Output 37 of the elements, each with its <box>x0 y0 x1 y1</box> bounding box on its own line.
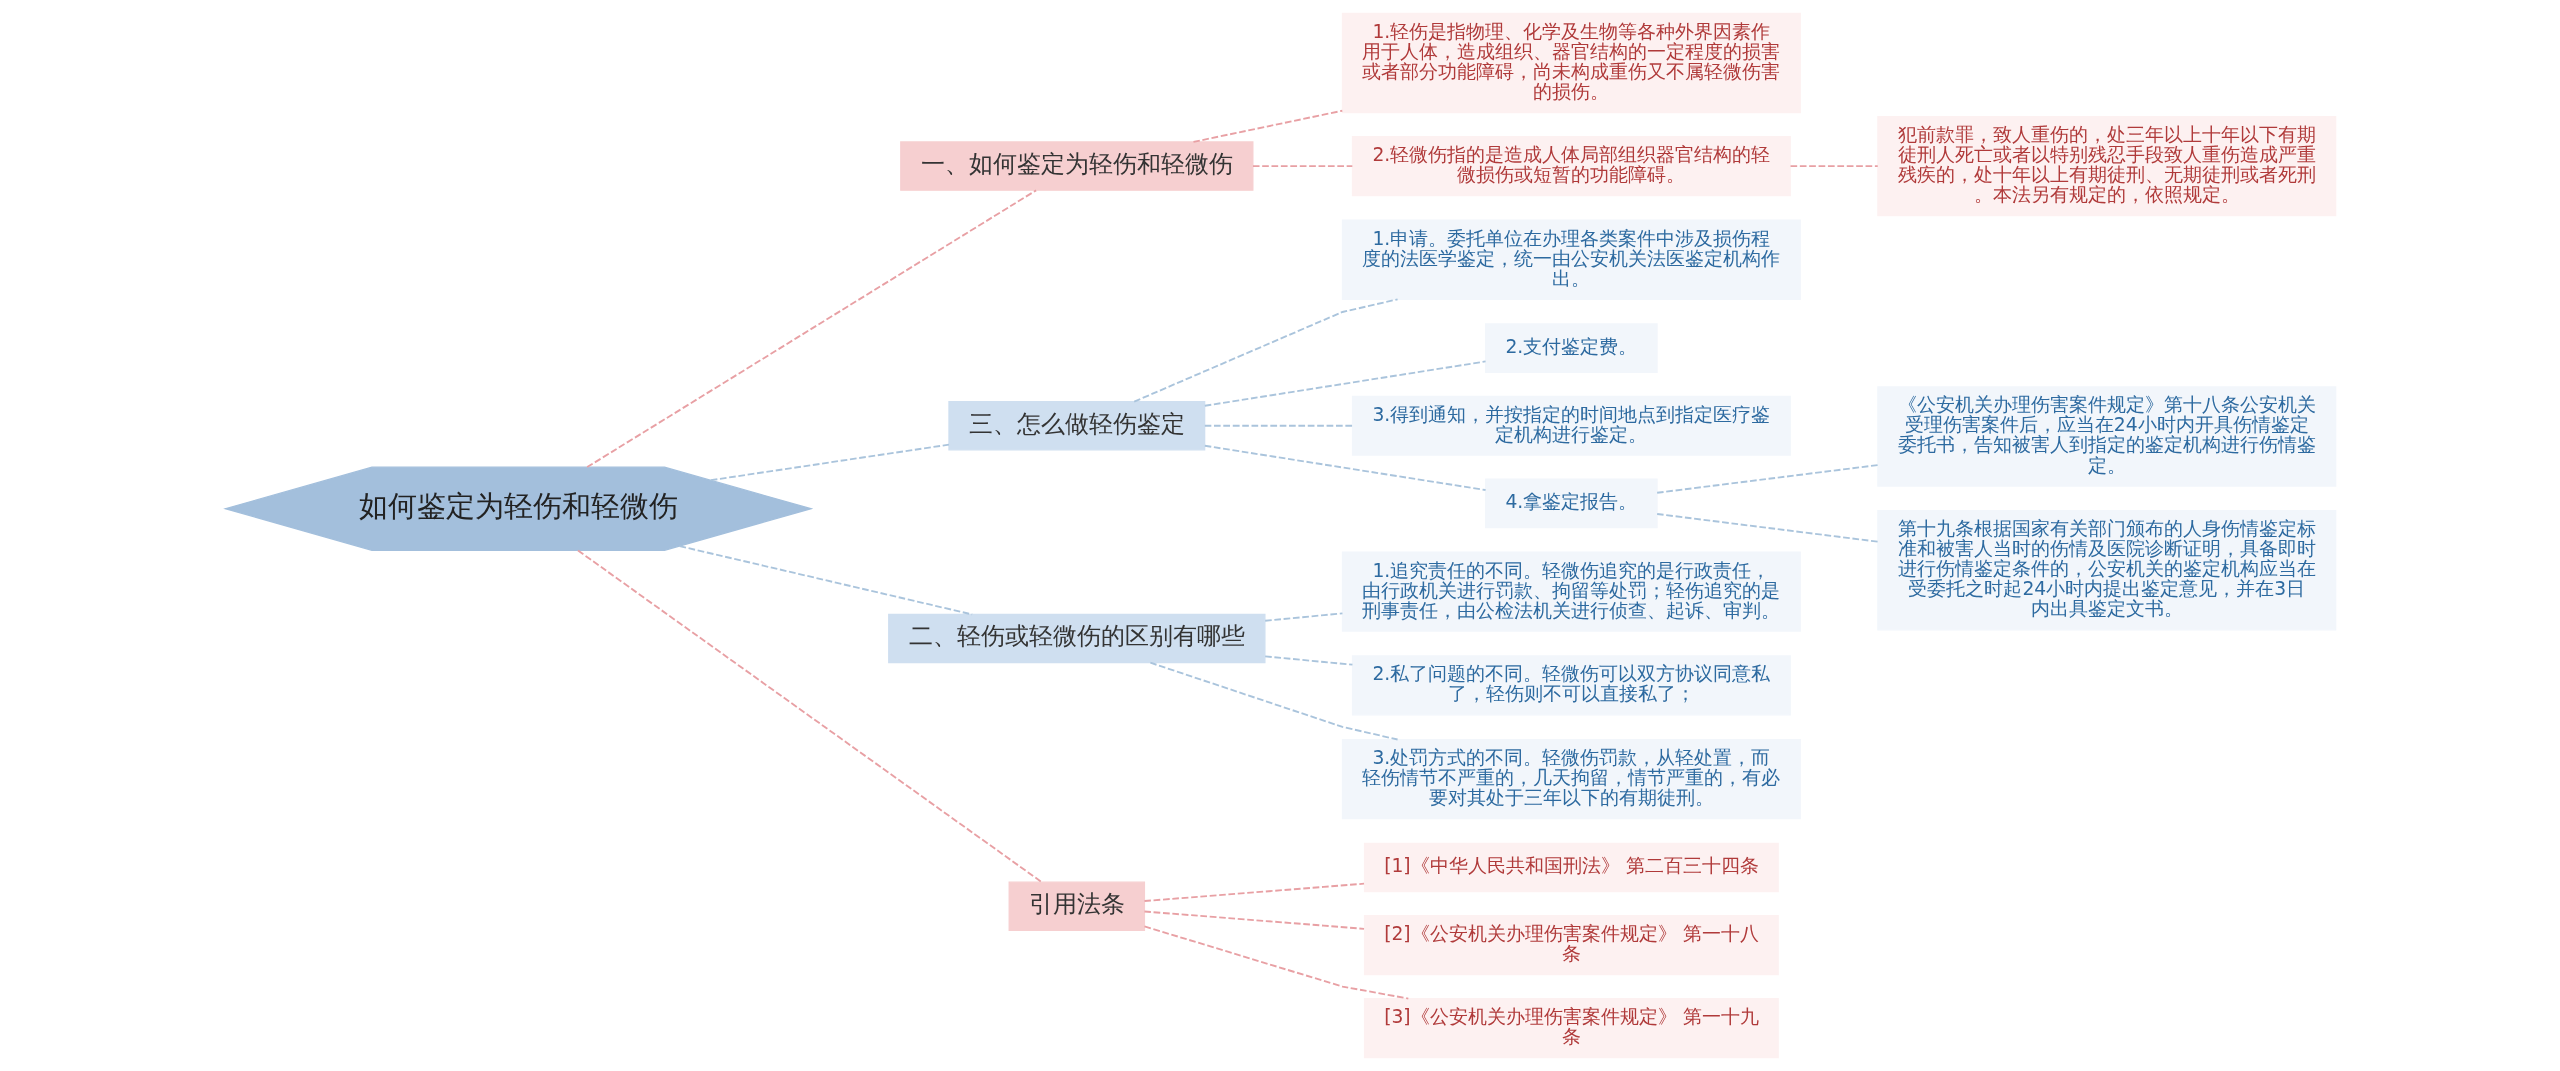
connector <box>1789 165 1879 167</box>
connector <box>576 549 1042 883</box>
node-box: 引用法条 <box>1008 881 1145 931</box>
connector <box>1143 882 1365 902</box>
node-box: 第十九条根据国家有关部门颁布的人身伤情鉴定标准和被害人当时的伤情及医院诊断证明，具备即时进行伤情鉴定条件的，公安机关的鉴定机构应当在受委托之时起24小时内提出鉴定意见，并在3日内出具鉴定文书。 <box>1876 510 2336 631</box>
node-box: 《公安机关办理伤害案件规定》第十八条公安机关受理伤害案件后，应当在24小时内开具伤情鉴定委托书，告知被害人到指定的鉴定机构进行伤情鉴定。 <box>1876 386 2336 487</box>
connector <box>1263 655 1353 666</box>
connector <box>1143 910 1365 930</box>
connector <box>1251 165 1353 167</box>
node-box: 3.得到通知，并按指定的时间地点到指定医疗鉴定机构进行鉴定。 <box>1351 395 1791 456</box>
node-box: 犯前款罪，致人重伤的，处三年以上十年以下有期徒刑人死亡或者以特别残忍手段致人重伤造成严重残疾的，处十年以上有期徒刑、无期徒刑或者死刑。本法另有规定的，依照规定。 <box>1876 115 2336 217</box>
connector <box>1148 661 1398 741</box>
connector <box>1655 513 1879 543</box>
node-box: 三、怎么做轻伤鉴定 <box>947 400 1205 451</box>
connector <box>1263 612 1343 622</box>
node-box: 1.申请。委托单位在办理各类案件中涉及损伤程度的法医学鉴定，统一由公安机关法医鉴定机构作出。 <box>1341 219 1801 300</box>
connector <box>1203 444 1486 491</box>
node-box: 4.拿鉴定报告。 <box>1484 478 1658 529</box>
connector <box>1192 109 1343 143</box>
connector <box>1132 298 1398 403</box>
node-box: 1.轻伤是指物理、化学及生物等各种外界因素作用于人体，造成组织、器官结构的一定程度的损害或者部分功能障碍，尚未构成重伤又不属轻微伤害的损伤。 <box>1341 12 1801 114</box>
connector <box>709 443 950 482</box>
connector <box>585 189 1037 468</box>
connector <box>1203 424 1353 427</box>
node-box: 3.处罚方式的不同。轻微伤罚款，从轻处置，而轻伤情节不严重的，几天拘留，情节严重的，有必要对其处于三年以下的有期徒刑。 <box>1341 738 1801 820</box>
node-box: 二、轻伤或轻微伤的区别有哪些 <box>887 613 1266 664</box>
node-box: 一、如何鉴定为轻伤和轻微伤 <box>899 141 1253 191</box>
node-box: 1.追究责任的不同。轻微伤追究的是行政责任，由行政机关进行罚款、拘留等处罚；轻伤追究的是刑事责任，由公检法机关进行侦查、起诉、审判。 <box>1341 551 1801 632</box>
node-box: [1]《中华人民共和国刑法》 第二百三十四条 <box>1363 842 1779 893</box>
node-box: [3]《公安机关办理伤害案件规定》 第一十九条 <box>1363 997 1779 1059</box>
connector <box>1203 360 1486 407</box>
connector <box>1143 925 1409 1000</box>
connector <box>1655 464 1879 494</box>
node-box: 2.私了问题的不同。轻微伤可以双方协议同意私了，轻伤则不可以直接私了； <box>1351 655 1791 716</box>
node-box: 2.轻微伤指的是造成人体局部组织器官结构的轻微损伤或短暂的功能障碍。 <box>1351 135 1791 197</box>
node-box: [2]《公安机关办理伤害案件规定》 第一十八条 <box>1363 914 1779 976</box>
node-box: 2.支付鉴定费。 <box>1484 323 1658 373</box>
